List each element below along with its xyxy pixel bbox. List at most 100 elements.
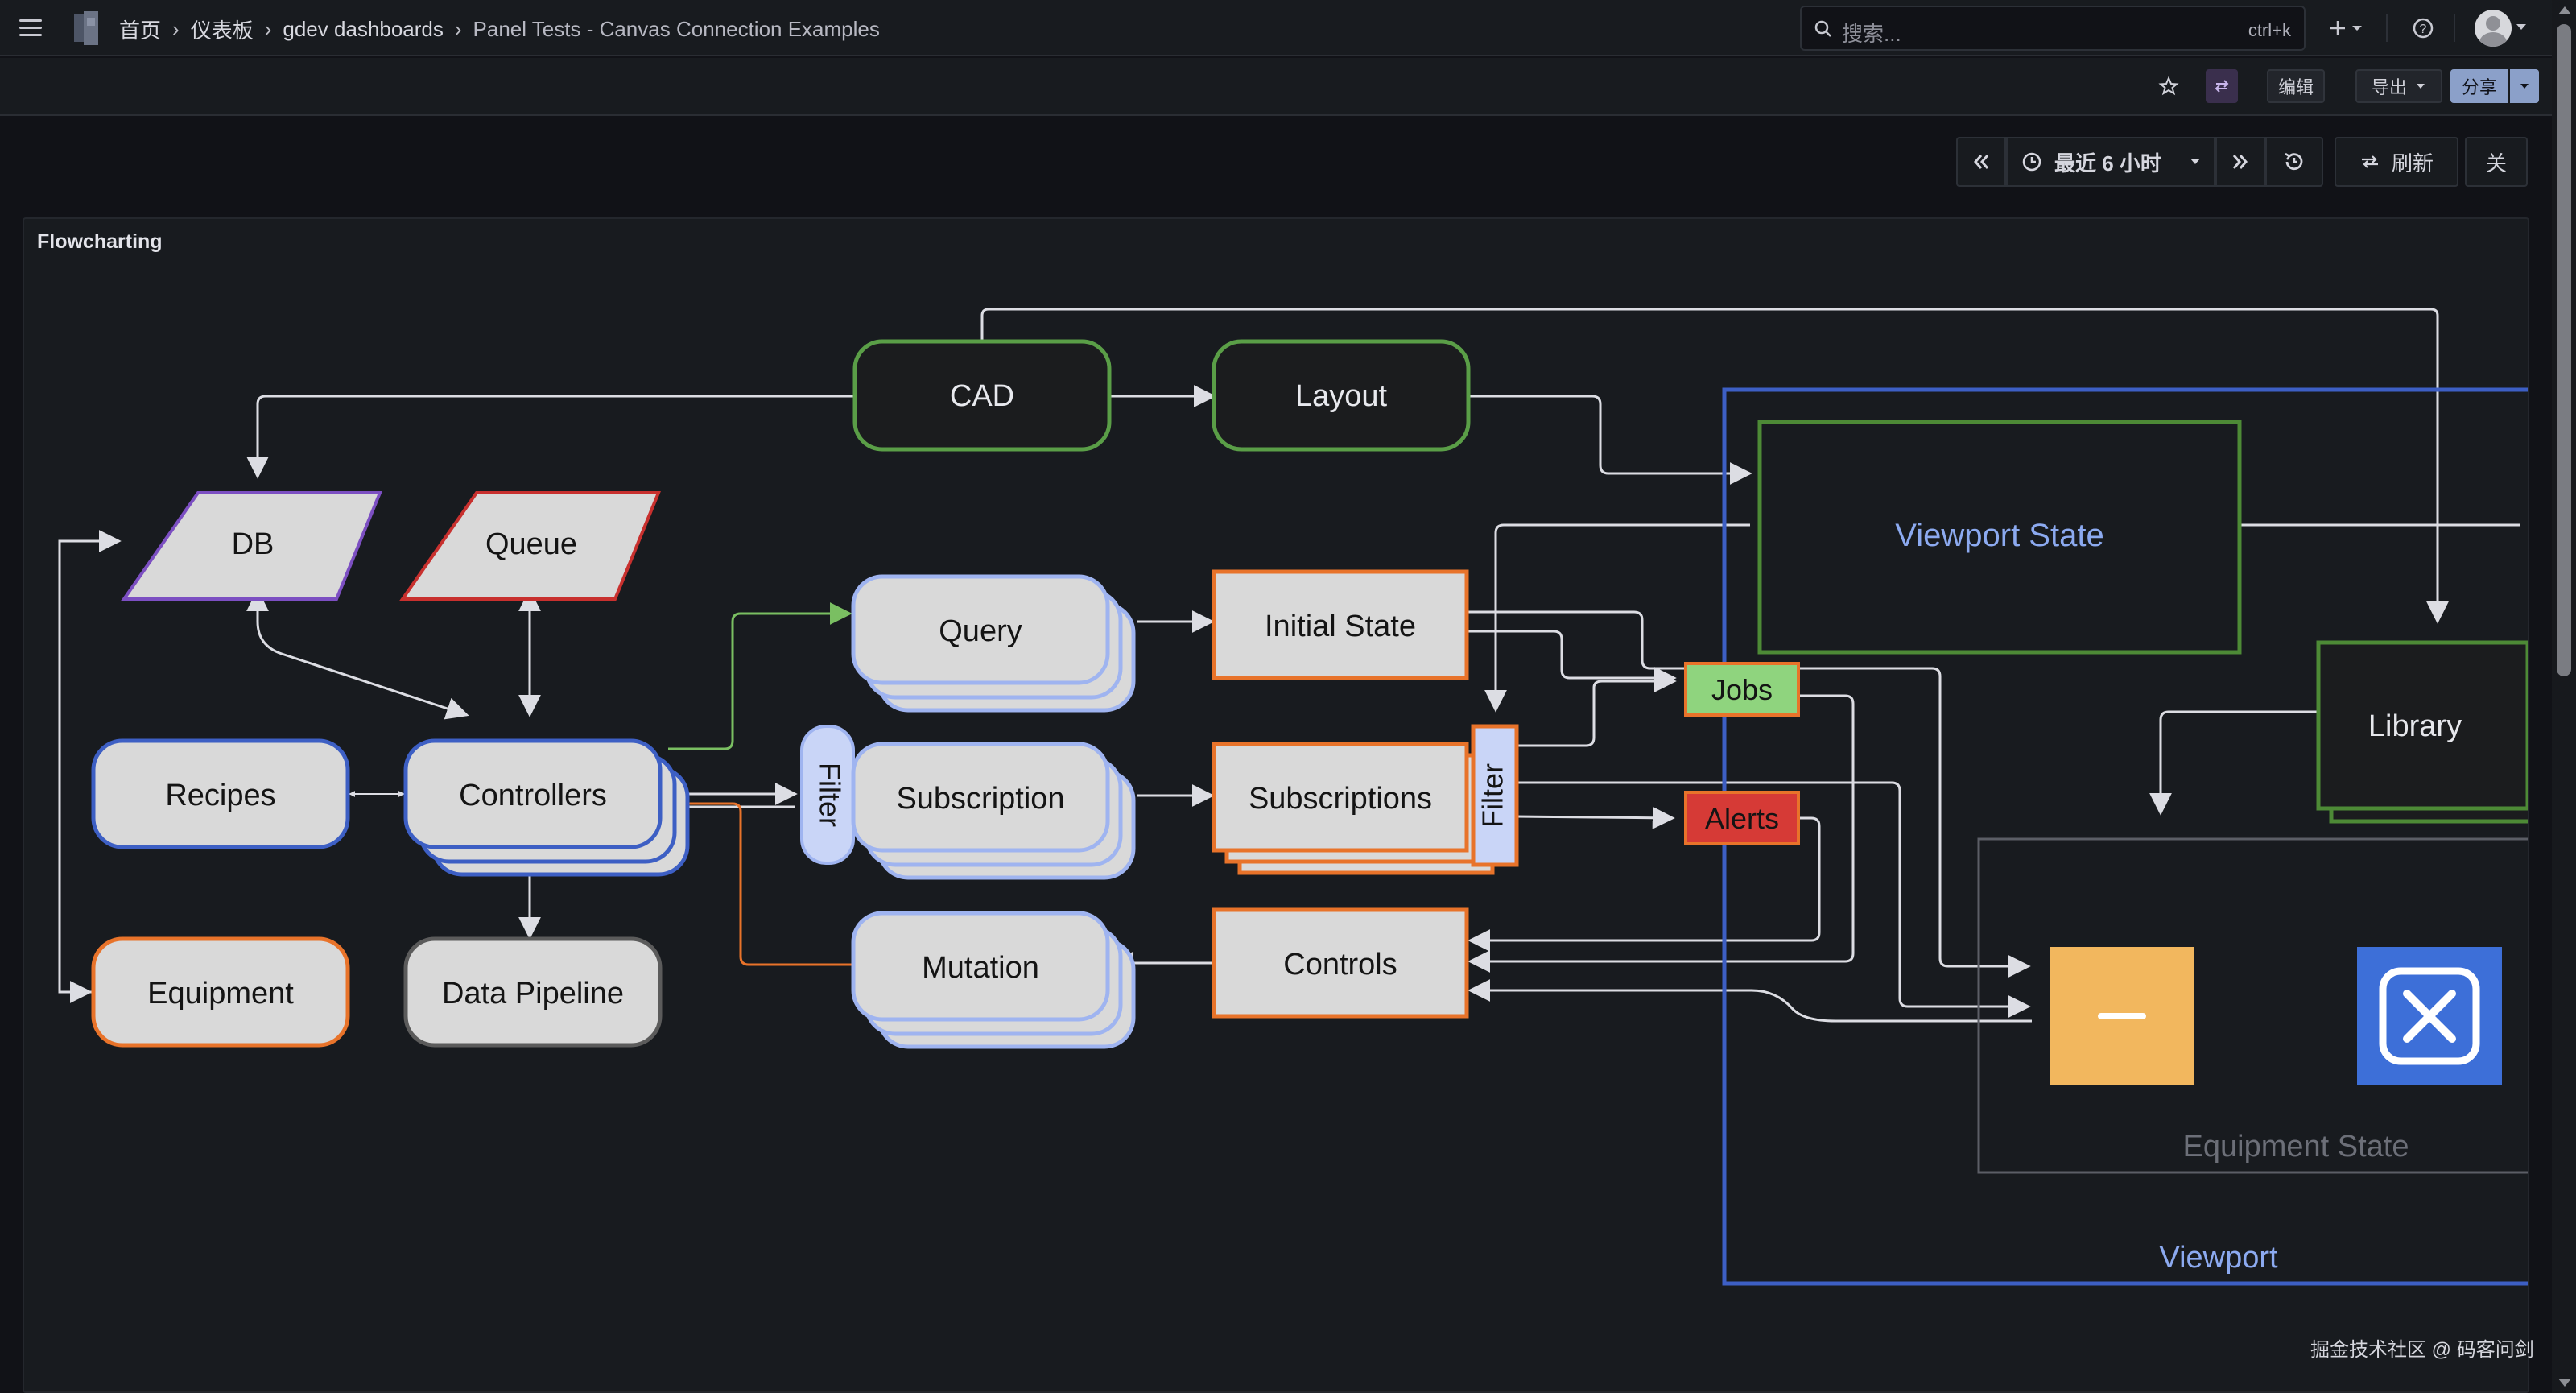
subscription-node[interactable]	[851, 742, 1110, 853]
export-label: 导出	[2371, 77, 2407, 97]
connector-cad-db	[246, 395, 853, 479]
subscriptions-node[interactable]	[1212, 742, 1469, 853]
menu-icon[interactable]	[16, 14, 48, 42]
watermark: 掘金技术社区 @ 码客问剑	[2310, 1339, 2534, 1361]
jobs-node[interactable]	[1684, 662, 1800, 717]
svg-text:?: ?	[2420, 23, 2427, 36]
scrollbar[interactable]	[2552, 0, 2576, 1393]
connector-initial-state-jobs	[1468, 630, 1677, 689]
chevron-down-icon	[2417, 84, 2425, 89]
search-input[interactable]: 搜索... ctrl+k	[1800, 6, 2306, 51]
controls-node[interactable]	[1212, 907, 1469, 1019]
recipes-node[interactable]	[91, 738, 350, 849]
queue-label: Queue	[485, 527, 577, 561]
query-node[interactable]	[851, 574, 1110, 685]
breadcrumb-home[interactable]: 首页	[119, 19, 162, 43]
jobs-label: Jobs	[1711, 673, 1773, 706]
search-placeholder: 搜索...	[1842, 22, 1901, 46]
controllers-label: Controllers	[459, 779, 607, 812]
connector-filter-alerts	[1514, 806, 1675, 829]
edit-button[interactable]: 编辑	[2267, 69, 2325, 103]
close-square-icon	[2379, 967, 2480, 1065]
filter-right-node[interactable]	[1471, 724, 1519, 867]
flowchart-panel: Viewport Viewport State Library Equipmen…	[23, 217, 2529, 1393]
connector-library-equipment-state	[2149, 710, 2318, 816]
connector-filter-jobs	[1515, 670, 1677, 747]
grafana-logo-icon[interactable]	[69, 10, 103, 47]
mutation-label: Mutation	[922, 951, 1039, 985]
share-link-button[interactable]	[2206, 69, 2238, 103]
equipment-state-label: Equipment State	[2183, 1130, 2409, 1164]
viewport-state-node[interactable]	[1757, 420, 2242, 655]
connector-mutation-controllers	[663, 792, 853, 966]
chevron-down-icon[interactable]	[2515, 23, 2528, 32]
breadcrumb-folder[interactable]: gdev dashboards	[283, 17, 444, 41]
chevron-right-icon: ›	[264, 17, 272, 41]
dashboard-toolbar: 编辑 导出 分享	[0, 58, 2552, 116]
initial-state-node[interactable]	[1212, 569, 1469, 680]
export-button[interactable]: 导出	[2355, 69, 2442, 103]
time-range-picker[interactable]: 最近 6 小时	[2006, 137, 2215, 187]
help-button[interactable]: ?	[2407, 10, 2439, 47]
share-button[interactable]: 分享	[2450, 69, 2508, 103]
mutation-node[interactable]	[851, 911, 1110, 1022]
refresh-button[interactable]: 刷新	[2334, 137, 2458, 187]
data-pipeline-node[interactable]	[403, 936, 663, 1048]
db-node[interactable]	[121, 491, 382, 601]
query-label: Query	[939, 614, 1022, 648]
subscriptions-label: Subscriptions	[1249, 782, 1432, 816]
zoom-out-button[interactable]	[2265, 137, 2323, 187]
alerts-label: Alerts	[1705, 802, 1779, 835]
user-avatar[interactable]	[2475, 10, 2512, 47]
search-icon	[1814, 20, 1831, 37]
connector-controllers-query	[668, 602, 852, 750]
connector-cad-library	[980, 308, 2449, 624]
scroll-up-arrow-icon[interactable]	[2558, 6, 2571, 14]
breadcrumb-current: Panel Tests - Canvas Connection Examples	[473, 17, 880, 41]
subscription-label: Subscription	[896, 782, 1064, 816]
library-label: Library	[2368, 709, 2462, 743]
data-pipeline-label: Data Pipeline	[442, 977, 624, 1011]
top-navbar: 首页 › 仪表板 › gdev dashboards › Panel Tests…	[0, 0, 2552, 56]
flowchart-canvas: Viewport Viewport State Library Equipmen…	[58, 308, 2528, 1286]
equipment-node[interactable]	[91, 936, 350, 1048]
equipment-state-frame	[1977, 837, 2528, 1174]
scroll-down-arrow-icon[interactable]	[2558, 1379, 2571, 1387]
panel-title[interactable]: Flowcharting	[37, 230, 163, 253]
connector-equipment-state-controls	[1468, 979, 2032, 1023]
refresh-icon	[2361, 155, 2378, 168]
scroll-thumb[interactable]	[2557, 24, 2571, 676]
time-shift-forward-button[interactable]	[2215, 137, 2265, 187]
connector-filter-equipment-state	[1515, 781, 2031, 1018]
viewport-label: Viewport	[2159, 1241, 2278, 1275]
recipes-label: Recipes	[165, 779, 275, 812]
divider	[2454, 14, 2455, 42]
add-new-button[interactable]	[2322, 10, 2373, 47]
clock-icon	[2022, 152, 2041, 172]
initial-state-label: Initial State	[1265, 610, 1416, 643]
time-shift-back-button[interactable]	[1956, 137, 2006, 187]
chevron-right-icon: ›	[172, 17, 180, 41]
connector-alerts-controls	[1468, 816, 1821, 952]
alerts-node[interactable]	[1684, 791, 1800, 845]
breadcrumb-dashboards[interactable]: 仪表板	[190, 19, 254, 43]
refresh-label: 刷新	[2391, 151, 2434, 176]
chevron-double-left-icon	[1974, 155, 1989, 169]
star-icon	[2158, 76, 2179, 96]
filter-right-label: Filter	[1476, 763, 1509, 828]
refresh-interval-button[interactable]: 关	[2465, 137, 2528, 187]
breadcrumb: 首页 › 仪表板 › gdev dashboards › Panel Tests…	[119, 14, 880, 44]
history-icon	[2285, 152, 2303, 171]
connector-db-controllers	[246, 589, 469, 720]
connector-layout-viewport-state	[1463, 395, 1752, 485]
share-dropdown-button[interactable]	[2510, 69, 2539, 103]
cad-node[interactable]	[852, 339, 1112, 452]
star-button[interactable]	[2153, 69, 2185, 103]
chevron-down-icon	[2520, 84, 2529, 89]
queue-node[interactable]	[399, 491, 661, 601]
layout-node[interactable]	[1212, 339, 1471, 452]
library-node[interactable]	[2316, 640, 2528, 811]
controllers-node[interactable]	[403, 738, 663, 849]
connector-jobs-controls	[1468, 694, 1855, 973]
